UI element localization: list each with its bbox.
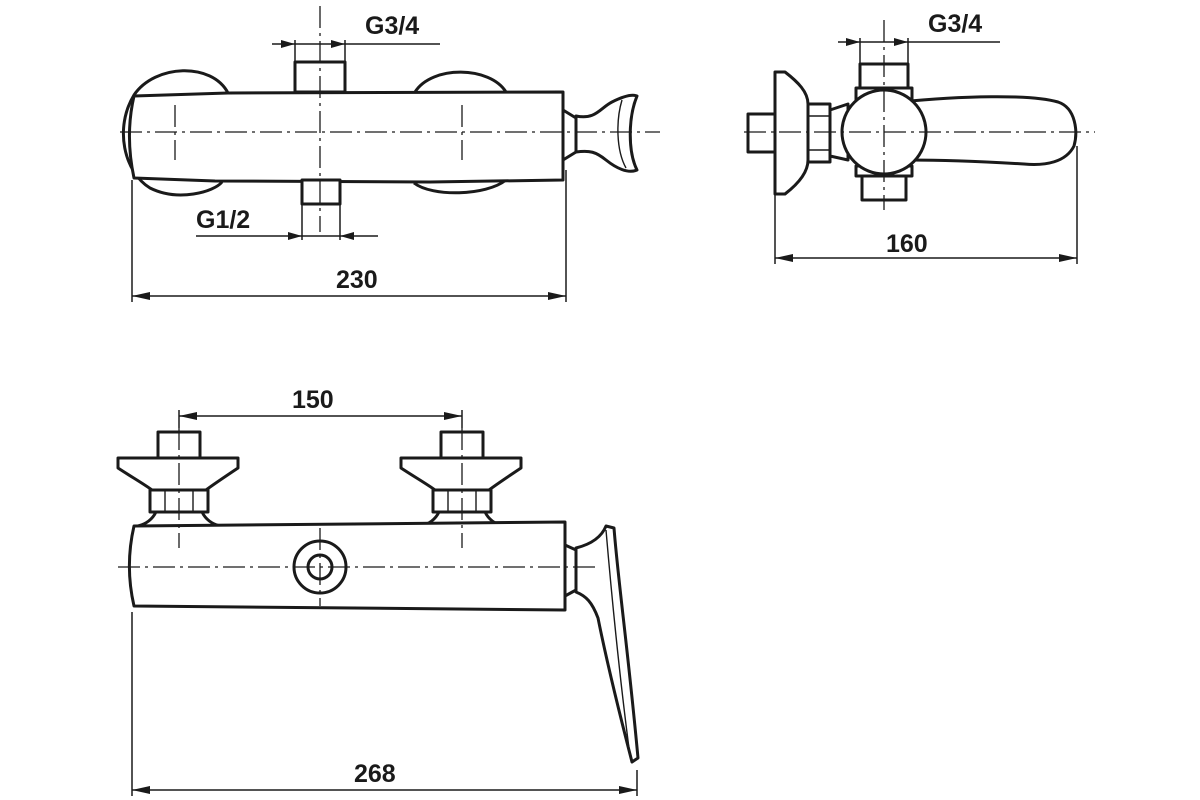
side-view: G3/4 160 [744, 10, 1095, 264]
front-view-inlet-right [399, 430, 523, 528]
side-view-depth-label: 160 [886, 230, 928, 258]
front-view-inlet-left [116, 430, 240, 528]
side-view-outlet-thread-label: G3/4 [928, 10, 982, 38]
top-view-inlet-thread-label: G1/2 [196, 206, 250, 234]
top-view-length-label: 230 [336, 266, 378, 294]
side-view-lever [898, 95, 1078, 166]
top-view-outlet-thread-label: G3/4 [365, 12, 419, 40]
top-view: G3/4 G1/2 230 [120, 6, 660, 302]
lever-handle [561, 93, 639, 173]
front-view-lever [563, 524, 640, 764]
mixer-body [128, 90, 565, 184]
front-view-spacing-label: 150 [292, 386, 334, 414]
wall-flange [773, 70, 810, 196]
inlet-connector [300, 178, 342, 206]
front-view-length-label: 268 [354, 760, 396, 788]
rosette-right [413, 70, 508, 195]
front-view: 150 268 [116, 386, 640, 796]
